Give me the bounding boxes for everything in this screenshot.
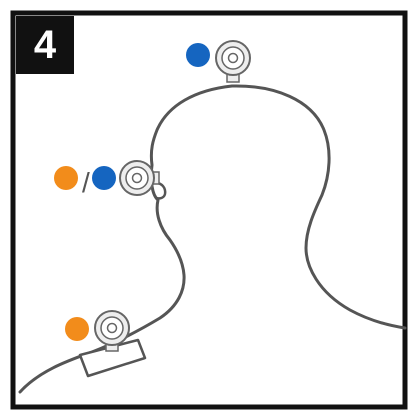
ear-outline [156, 183, 165, 198]
orange-dot-shoulder [65, 317, 89, 341]
step-number-badge: 4 [16, 16, 74, 74]
dot-separator: / [82, 167, 90, 198]
person-silhouette [20, 86, 405, 392]
blue-dot-temple [92, 166, 116, 190]
sensor-top-of-head [216, 41, 250, 82]
blue-dot-top [186, 43, 210, 67]
orange-dot-temple [54, 166, 78, 190]
